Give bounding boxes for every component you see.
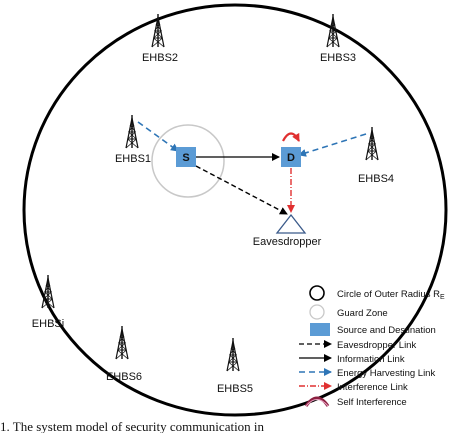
tower-icon-ehbs6 xyxy=(115,325,129,360)
legend-outer-circle-icon xyxy=(309,285,325,301)
ehbs5-label: EHBS5 xyxy=(217,383,253,395)
legend: Circle of Outer Radius RE Guard Zone Sou… xyxy=(299,285,445,408)
legend-eavesdropper-link-label: Eavesdropper Link xyxy=(337,340,416,351)
ehbs2-label: EHBS2 xyxy=(142,52,178,64)
energy-harvesting-link-ehbs4 xyxy=(298,133,367,157)
legend-node-icon xyxy=(310,323,330,336)
legend-energy-harvesting-link-label: Energy Harvesting Link xyxy=(337,368,435,379)
ehbs1-label: EHBS1 xyxy=(115,153,151,165)
tower-icon-ehbs4 xyxy=(365,126,379,161)
legend-source-destination-label: Source and Destination xyxy=(337,325,436,336)
source-node xyxy=(176,147,196,167)
figure-caption: 1. The system model of security communic… xyxy=(0,419,265,433)
eavesdropper-icon xyxy=(275,213,307,234)
outer-circle xyxy=(22,3,448,417)
legend-self-interference-label: Self Interference xyxy=(337,397,407,408)
destination-label: D xyxy=(287,152,295,164)
legend-information-link-label: Information Link xyxy=(337,354,405,365)
tower-icon-ehbsi xyxy=(41,274,55,309)
self-interference-arc xyxy=(282,132,300,142)
legend-self-interference-highlight xyxy=(305,399,329,407)
ehbsi-label: EHBSi xyxy=(32,318,64,330)
legend-guard-zone-icon xyxy=(309,304,325,320)
ehbs6-label: EHBS6 xyxy=(106,371,142,383)
eavesdropper-link xyxy=(195,165,288,215)
destination-node xyxy=(281,147,301,167)
guard-zone xyxy=(151,124,225,198)
ehbs4-label: EHBS4 xyxy=(358,173,394,185)
tower-icon-ehbs5 xyxy=(226,337,240,372)
legend-outer-circle-label: Circle of Outer Radius RE xyxy=(337,289,445,301)
energy-harvesting-link-ehbs1 xyxy=(137,121,179,152)
source-label: S xyxy=(182,152,189,164)
ehbs3-label: EHBS3 xyxy=(320,52,356,64)
legend-guard-zone-label: Guard Zone xyxy=(337,308,388,319)
eavesdropper-label: Eavesdropper xyxy=(253,236,322,248)
legend-interference-link-label: Interference Link xyxy=(337,382,408,393)
tower-icon-ehbs1 xyxy=(125,114,139,149)
